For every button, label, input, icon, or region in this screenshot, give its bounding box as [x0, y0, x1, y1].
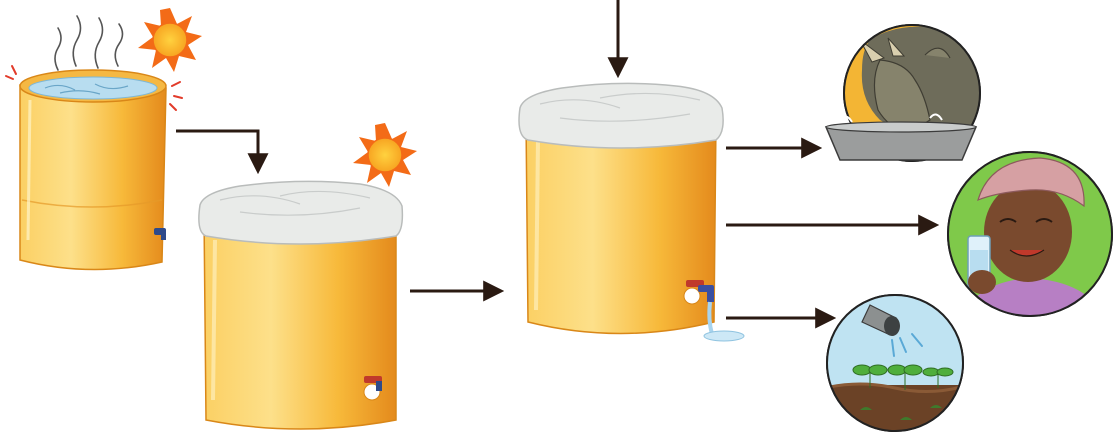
- rhino-drinking-icon: [824, 24, 981, 162]
- arrow-icon: [176, 129, 269, 175]
- sun-icon: [138, 8, 202, 72]
- heat-marks-icon: [5, 65, 183, 111]
- barrel-3-covered-tap: [518, 82, 745, 342]
- barrel-2-covered: [198, 180, 404, 430]
- barrel-1-open-water: [19, 69, 167, 271]
- water-bowl-icon: [824, 113, 978, 161]
- steam-icon: [54, 15, 124, 71]
- water-tap-icon: [154, 228, 166, 240]
- water-tap-icon: [683, 280, 714, 305]
- water-stream-icon: [703, 301, 745, 342]
- woman-drinking-water-icon: [947, 151, 1113, 317]
- sun-icon: [353, 123, 417, 187]
- water-tap-icon: [363, 376, 382, 401]
- watering-seedlings-icon: [826, 294, 964, 432]
